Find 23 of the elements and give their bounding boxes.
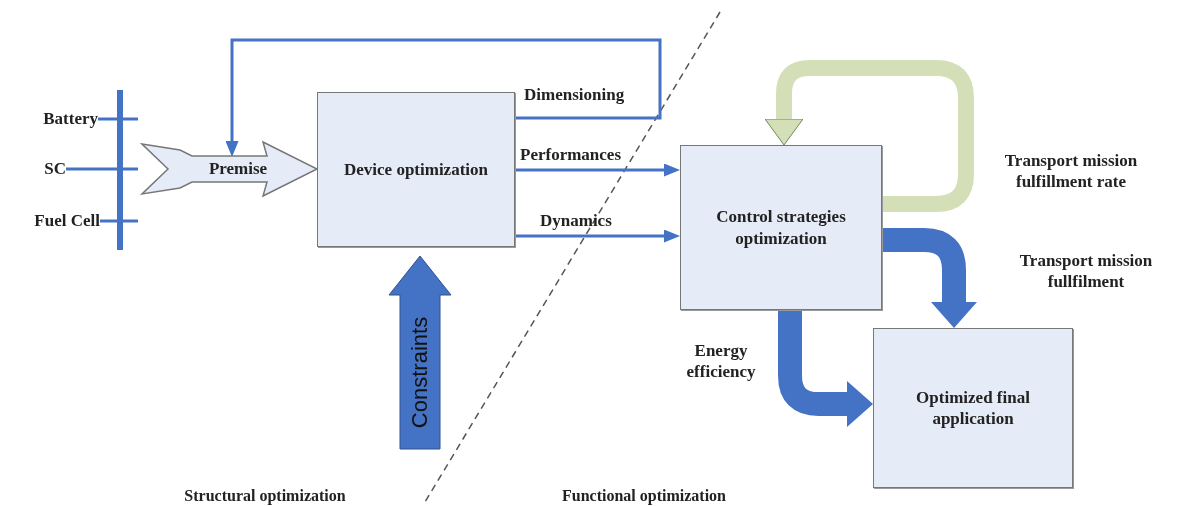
node-text: Control strategies optimization — [715, 206, 847, 249]
connector-arrow — [515, 229, 680, 243]
process-box — [873, 328, 1073, 488]
block-arrow — [139, 140, 319, 198]
bus-bar — [117, 90, 123, 250]
edge-label: Transport mission fulfillment rate — [1003, 150, 1139, 193]
node-text: Constraints — [406, 316, 434, 428]
arrow-label: Premise — [208, 158, 268, 181]
edge-label: Performances — [520, 144, 622, 166]
connector-arrow — [515, 163, 680, 177]
block-arrow — [764, 60, 974, 212]
component-label: Fuel Cell — [34, 210, 100, 233]
edge-label: Dynamics — [540, 210, 613, 232]
edge-label: Dimensioning — [524, 84, 626, 106]
node-text: Optimized final application — [915, 386, 1031, 430]
edge-label: Transport mission fullfilment — [1018, 250, 1154, 293]
component-label: Battery — [43, 108, 98, 131]
component-label: SC — [44, 158, 66, 181]
edge-label: Energy efficiency — [685, 340, 757, 383]
node-text: Device optimization — [344, 158, 488, 181]
connector-arrow — [225, 38, 662, 157]
process-box — [317, 92, 515, 247]
process-box — [680, 145, 882, 310]
